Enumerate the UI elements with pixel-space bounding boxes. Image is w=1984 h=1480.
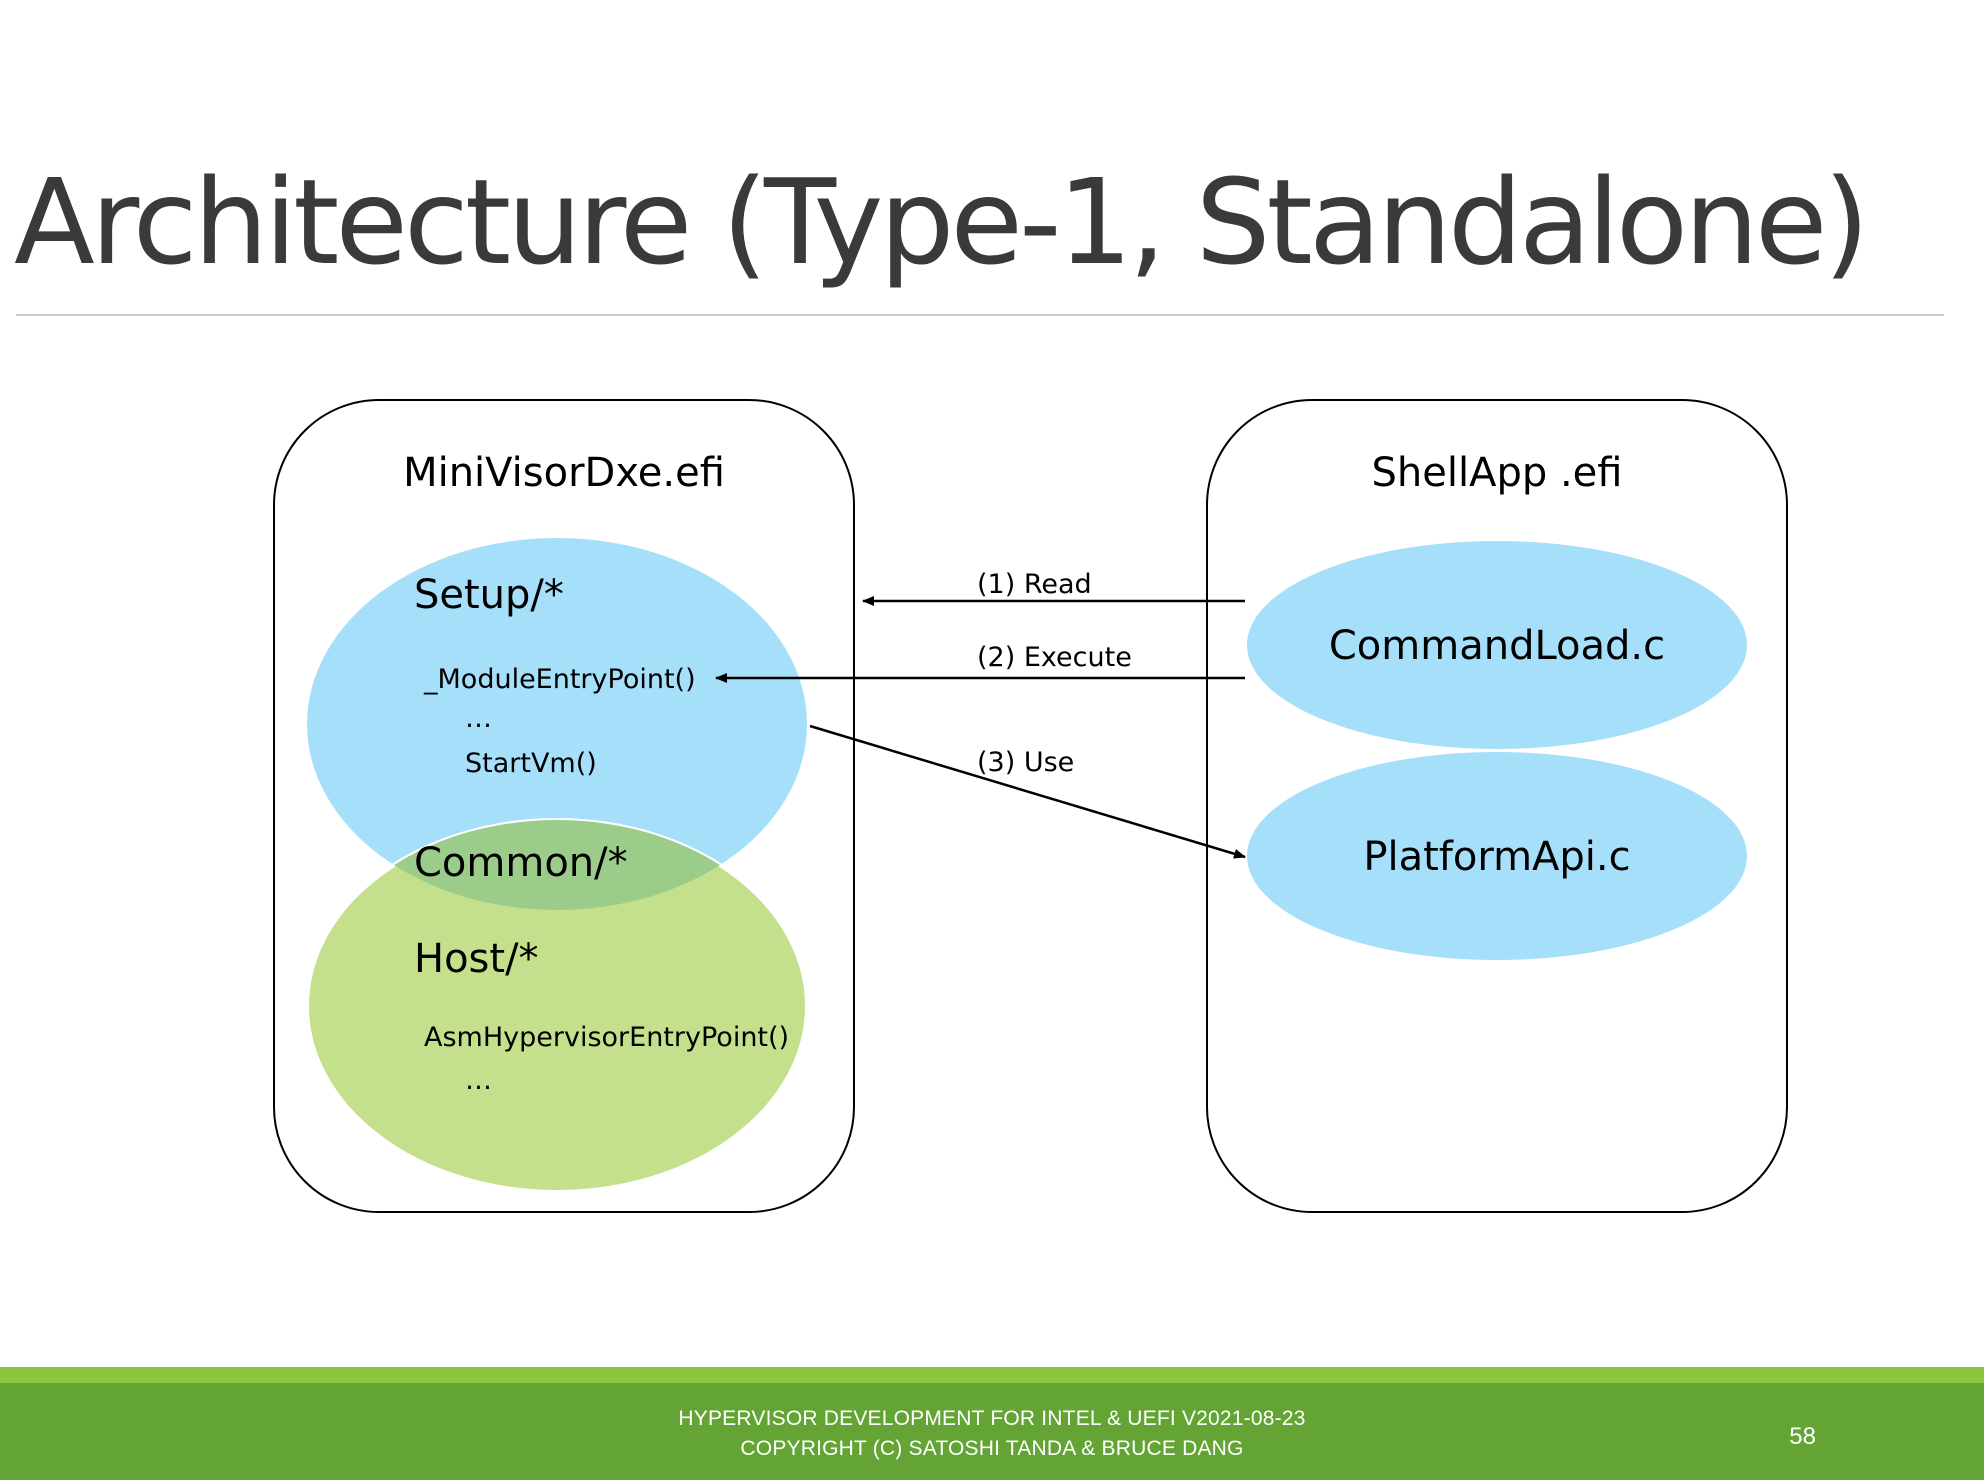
slide-title: Architecture (Type-1, Standalone): [14, 153, 1870, 291]
commandload-label: CommandLoad.c: [1329, 623, 1665, 669]
setup-label: Setup/*: [414, 572, 564, 618]
platformapi-ellipse: [1247, 752, 1747, 960]
setup-line-startvm: StartVm(): [465, 748, 597, 779]
setup-line-ellipsis: …: [465, 703, 492, 734]
use-arrow-label: (3) Use: [977, 747, 1074, 778]
page-number: 58: [1789, 1423, 1816, 1450]
read-arrow-label: (1) Read: [977, 569, 1092, 600]
host-line-ellipsis: …: [465, 1065, 492, 1096]
footer-copyright: COPYRIGHT (C) SATOSHI TANDA & BRUCE DANG: [740, 1437, 1244, 1460]
platformapi-label: PlatformApi.c: [1363, 834, 1630, 880]
architecture-diagram: MiniVisorDxe.efi ShellApp .efi Setup/* _…: [273, 399, 1788, 1213]
setup-line-module-entry: _ModuleEntryPoint(): [423, 664, 696, 695]
execute-arrow-label: (2) Execute: [977, 642, 1132, 673]
host-label: Host/*: [414, 936, 539, 982]
minivisordxe-title: MiniVisorDxe.efi: [403, 450, 725, 496]
setup-ellipse: [307, 538, 807, 910]
footer-bar: HYPERVISOR DEVELOPMENT FOR INTEL & UEFI …: [0, 1383, 1984, 1480]
host-line-asm-entry: AsmHypervisorEntryPoint(): [424, 1022, 789, 1053]
common-label: Common/*: [414, 840, 628, 886]
commandload-ellipse: [1247, 541, 1747, 749]
use-arrow: [809, 724, 1246, 859]
shellapp-title: ShellApp .efi: [1372, 450, 1623, 496]
footer-course-title: HYPERVISOR DEVELOPMENT FOR INTEL & UEFI …: [678, 1407, 1306, 1430]
footer-accent-stripe: [0, 1367, 1984, 1383]
title-divider: [16, 314, 1944, 316]
